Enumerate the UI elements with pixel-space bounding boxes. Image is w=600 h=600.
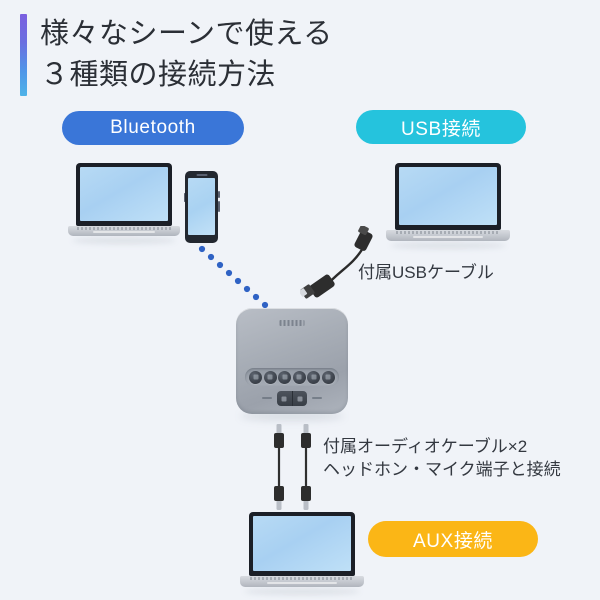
laptop-lid xyxy=(249,512,355,576)
title-line-1: 様々なシーンで使える xyxy=(40,18,333,50)
bluetooth-wireless-link xyxy=(198,245,269,309)
device-logo xyxy=(279,320,305,326)
badge-bluetooth: Bluetooth xyxy=(62,111,244,145)
laptop-screen xyxy=(80,167,168,221)
phone-screen xyxy=(188,178,215,235)
device-shadow xyxy=(240,411,344,421)
badge-usb: USB接続 xyxy=(356,110,526,144)
device-button-6 xyxy=(321,370,335,384)
laptop-bluetooth xyxy=(68,163,180,251)
laptop-keyboard xyxy=(249,577,355,580)
laptop-usb xyxy=(386,163,510,255)
laptop-keyboard xyxy=(76,227,172,230)
laptop-shadow xyxy=(390,242,506,249)
badge-aux: AUX接続 xyxy=(368,521,538,557)
device-pad-key-left xyxy=(277,391,292,406)
device-button-4 xyxy=(292,370,306,384)
laptop-lid xyxy=(395,163,501,230)
laptop-keyboard xyxy=(395,231,501,234)
laptop-shadow xyxy=(244,588,360,595)
title-text-lines: 様々なシーンで使える ３種類の接続方法 xyxy=(40,14,333,96)
device-button-1 xyxy=(249,370,262,384)
device-pad-key-right xyxy=(291,391,308,406)
device-control-pad xyxy=(277,391,307,406)
device-dash-left xyxy=(262,397,272,399)
page-title: 様々なシーンで使える ３種類の接続方法 xyxy=(20,14,333,96)
laptop-screen xyxy=(399,167,497,225)
laptop-aux xyxy=(240,512,364,600)
audio-cable-left xyxy=(274,424,284,510)
title-line-2: ３種類の接続方法 xyxy=(40,59,277,91)
laptop-screen xyxy=(253,516,351,571)
device-button-5 xyxy=(307,370,321,384)
caption-audio-cable: 付属オーディオケーブル×2 ヘッドホン・マイク端子と接続 xyxy=(323,435,561,481)
device-button-2 xyxy=(263,370,277,384)
smartphone xyxy=(183,171,220,243)
audio-cable-pair-icon xyxy=(274,424,311,510)
speakerphone-device xyxy=(236,308,348,421)
phone-side-button-left xyxy=(183,193,185,202)
usb-cable-icon xyxy=(300,226,373,299)
usb-connector-lower xyxy=(300,274,335,299)
audio-cable-right xyxy=(301,424,311,510)
laptop-shadow xyxy=(72,237,176,244)
laptop-lid xyxy=(76,163,172,226)
phone-side-button-power xyxy=(218,201,220,212)
device-button-3 xyxy=(278,370,292,384)
phone-earpiece xyxy=(196,174,207,176)
usb-connector-upper xyxy=(354,226,373,251)
caption-usb-cable: 付属USBケーブル xyxy=(358,263,494,282)
phone-side-button-volume xyxy=(218,191,220,198)
laptop-base xyxy=(386,230,510,241)
device-button-row xyxy=(245,368,339,386)
caption-audio-cable-line-1: 付属オーディオケーブル×2 xyxy=(323,437,528,456)
caption-audio-cable-line-2: ヘッドホン・マイク端子と接続 xyxy=(323,460,561,479)
laptop-base xyxy=(68,226,180,236)
title-accent-bar xyxy=(20,14,27,96)
device-dash-right xyxy=(312,397,322,399)
laptop-base xyxy=(240,576,364,587)
